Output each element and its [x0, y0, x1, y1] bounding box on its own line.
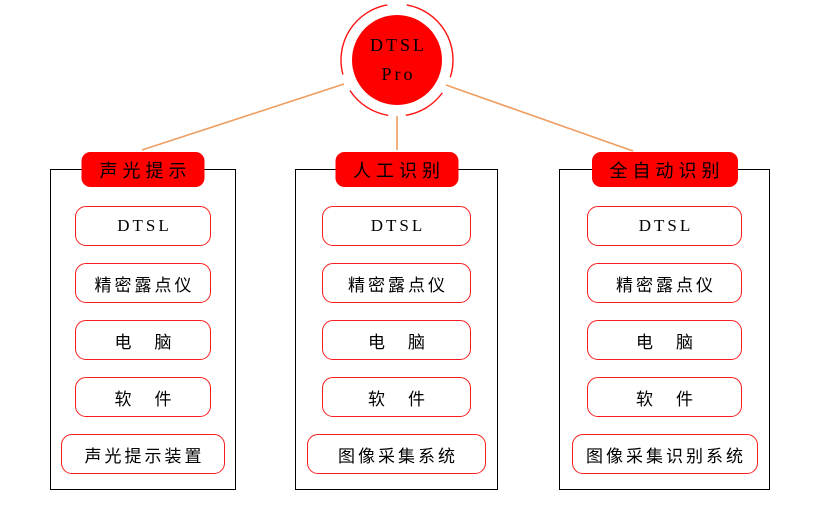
branch-item: DTSL	[322, 206, 471, 246]
branch-item: 图像采集系统	[307, 434, 486, 474]
branch-item: 电 脑	[322, 320, 471, 360]
branch-item: 电 脑	[587, 320, 742, 360]
branch-item: 图像采集识别系统	[571, 434, 758, 474]
branch-item: 精密露点仪	[322, 263, 471, 303]
branch-container-1: 声光提示 DTSL 精密露点仪 电 脑 软 件 声光提示装置	[50, 152, 236, 490]
root-node: DTSL Pro	[352, 15, 442, 105]
branch-title-2: 人工识别	[335, 152, 458, 187]
branch-item: 电 脑	[74, 320, 212, 360]
branch-item: 软 件	[322, 377, 471, 417]
branch-item: 精密露点仪	[587, 263, 742, 303]
branch-item: 精密露点仪	[74, 263, 212, 303]
branch-title-3: 全自动识别	[591, 152, 738, 187]
branch-item: DTSL	[74, 206, 212, 246]
branch-title-1: 声光提示	[81, 152, 205, 187]
root-node-label-line1: DTSL	[370, 35, 427, 55]
branch-item: DTSL	[587, 206, 742, 246]
connector-left	[141, 83, 345, 151]
branch-container-2: 人工识别 DTSL 精密露点仪 电 脑 软 件 图像采集系统	[295, 152, 498, 490]
connector-right	[445, 84, 634, 152]
branch-item: 声光提示装置	[61, 434, 225, 474]
branch-container-3: 全自动识别 DTSL 精密露点仪 电 脑 软 件 图像采集识别系统	[559, 152, 770, 490]
branch-item: 软 件	[74, 377, 212, 417]
branch-item: 软 件	[587, 377, 742, 417]
root-node-label-line2: Pro	[381, 64, 416, 84]
